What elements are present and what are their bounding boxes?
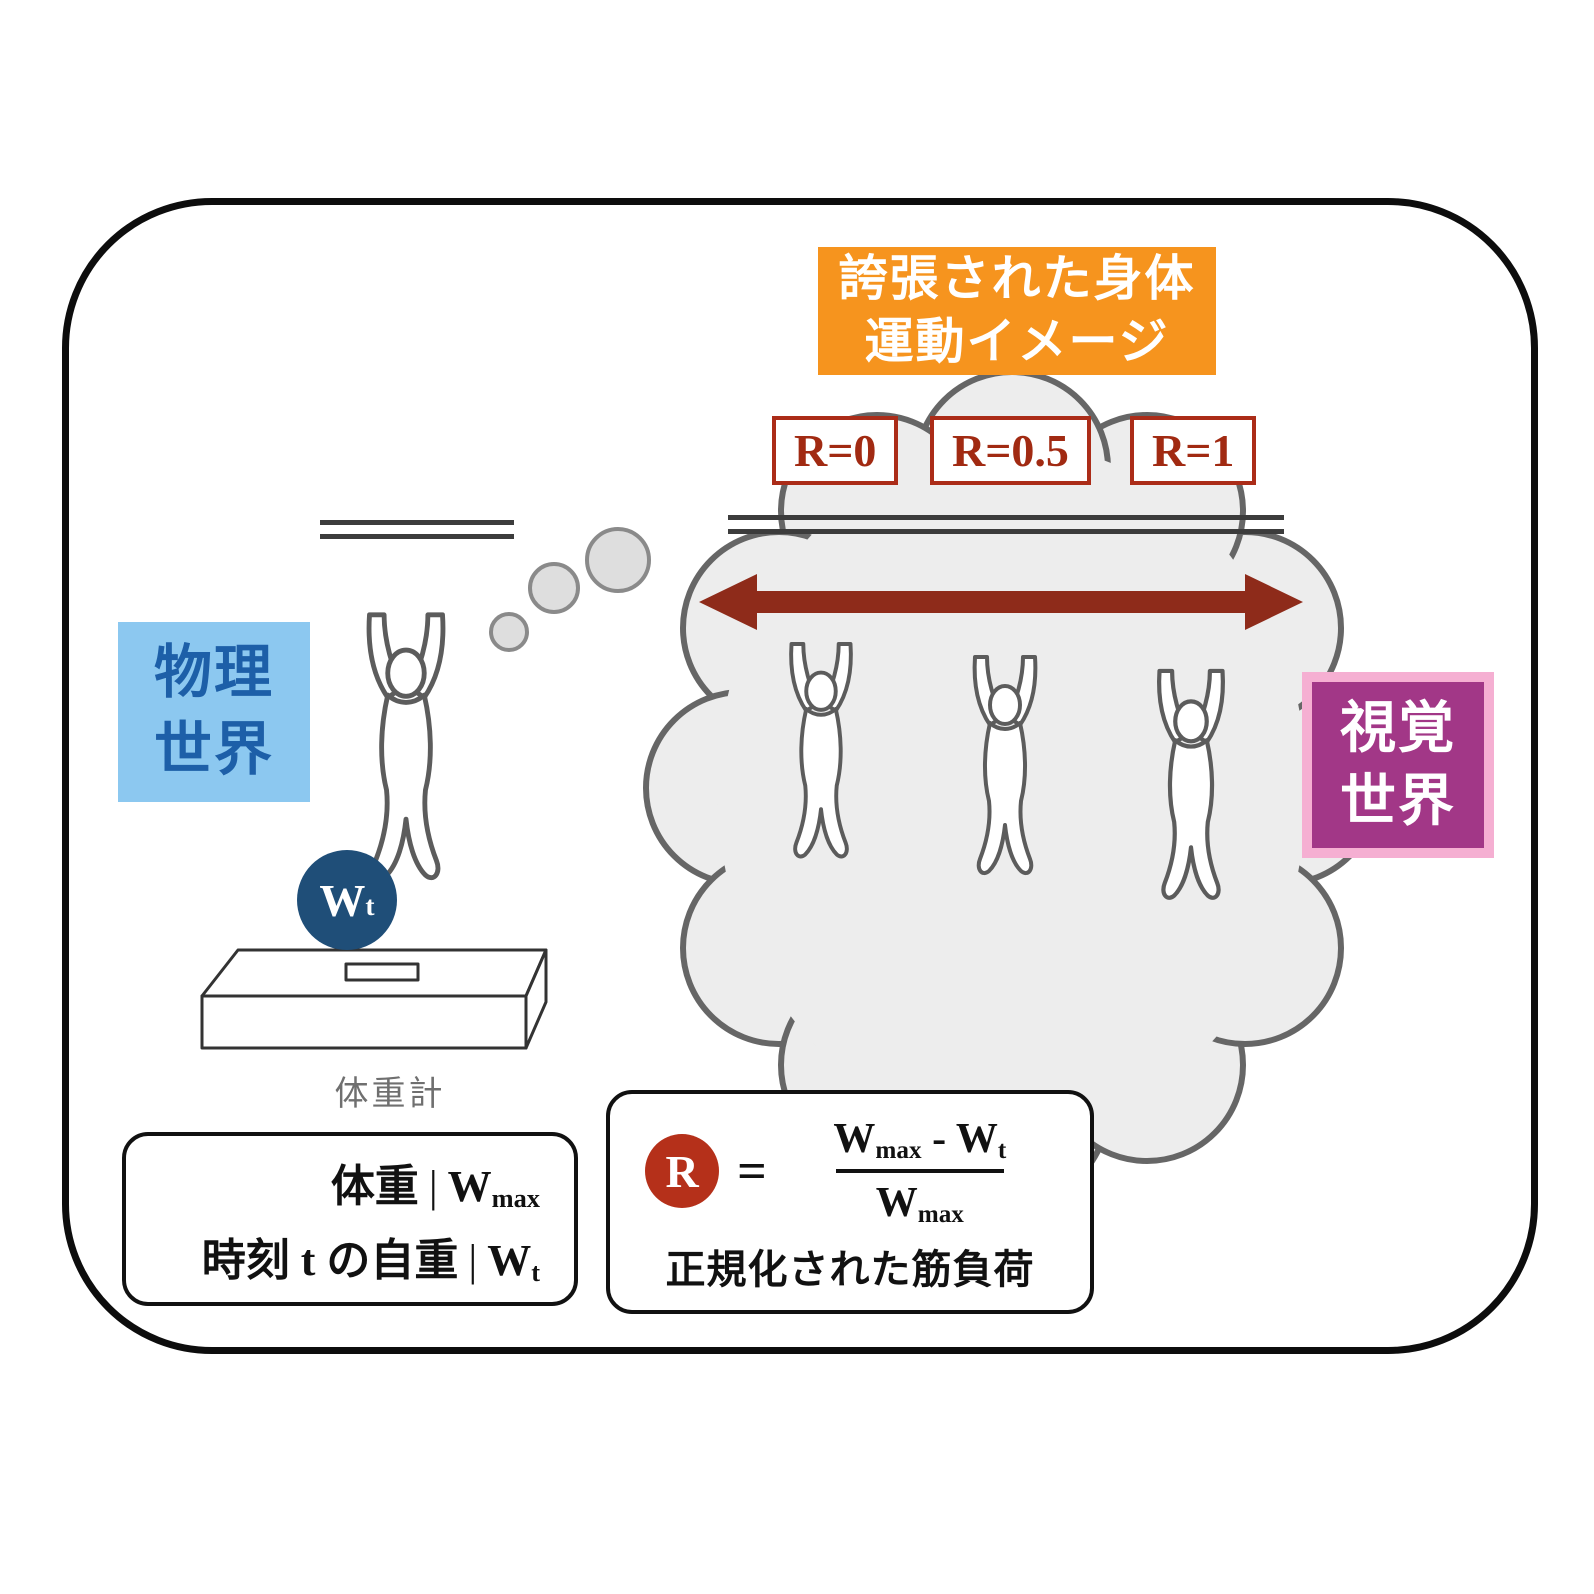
- formula-caption: 正規化された筋負荷: [665, 1247, 1035, 1292]
- fraction-numerator: Wmax - Wt: [825, 1115, 1014, 1169]
- r-label-1: R=1: [1130, 416, 1257, 485]
- fraction-denominator: Wmax: [835, 1169, 1004, 1228]
- legend-row-bodyweight: 体重|Wmax: [126, 1150, 540, 1214]
- legend-box: 体重|Wmax 時刻 t の自重|Wt: [122, 1132, 578, 1306]
- legend-divider-2: |: [468, 1236, 478, 1285]
- legend-wt-subscript: t: [531, 1256, 540, 1287]
- legend-bodyweight-label: 体重: [330, 1162, 419, 1211]
- legend-wmax-subscript: max: [491, 1182, 540, 1213]
- wt-symbol: W: [319, 874, 366, 926]
- visual-world-line-1: 視覚: [1340, 696, 1456, 760]
- den-sub: max: [917, 1200, 964, 1228]
- legend-wmax-symbol: W: [447, 1162, 492, 1211]
- num-sub1: max: [875, 1136, 922, 1164]
- num-w1: W: [833, 1116, 876, 1162]
- physical-world-badge: 物理 世界: [118, 622, 310, 802]
- legend-wt-symbol: W: [487, 1236, 532, 1285]
- weighing-scale: [200, 948, 548, 1050]
- thought-bubble-large: [585, 527, 651, 593]
- visual-world-line-2: 世界: [1340, 769, 1456, 832]
- num-w2: W: [955, 1116, 998, 1162]
- thought-bubble-medium: [528, 562, 580, 614]
- left-pullup-bar-bottom: [320, 534, 514, 539]
- num-sub2: t: [997, 1136, 1007, 1164]
- scale-label: 体重計: [334, 1075, 446, 1113]
- equals-sign: =: [737, 1142, 767, 1200]
- badge-line-2: 運動イメージ: [864, 315, 1170, 369]
- thought-bubble-small: [489, 612, 529, 652]
- num-minus: -: [921, 1116, 956, 1162]
- physical-world-line-2: 世界: [153, 717, 274, 782]
- left-pullup-bar-top: [320, 520, 514, 525]
- legend-wt-label: 時刻 t の自重: [201, 1236, 459, 1285]
- formula-box: R = Wmax - Wt Wmax 正規化された筋負荷: [606, 1090, 1094, 1314]
- legend-divider-1: |: [428, 1162, 438, 1211]
- formula-row: R = Wmax - Wt Wmax: [645, 1115, 1055, 1228]
- cloud-pullup-bar-bottom: [728, 529, 1284, 534]
- exaggerated-motion-badge: 誇張された身体 運動イメージ: [818, 247, 1216, 375]
- r-circle-badge: R: [645, 1134, 720, 1208]
- physical-world-line-1: 物理: [153, 640, 274, 706]
- formula-fraction: Wmax - Wt Wmax: [785, 1115, 1055, 1228]
- visual-world-badge: 視覚 世界: [1302, 672, 1494, 858]
- range-arrow-icon: [699, 574, 1303, 630]
- cloud-pullup-bar-top: [728, 515, 1284, 520]
- wt-subscript: t: [365, 890, 375, 922]
- badge-line-1: 誇張された身体: [838, 252, 1196, 307]
- den-w: W: [875, 1180, 918, 1226]
- legend-row-weight-at-t: 時刻 t の自重|Wt: [126, 1224, 540, 1288]
- r-label-0p5: R=0.5: [930, 416, 1091, 485]
- r-label-0: R=0: [772, 416, 899, 485]
